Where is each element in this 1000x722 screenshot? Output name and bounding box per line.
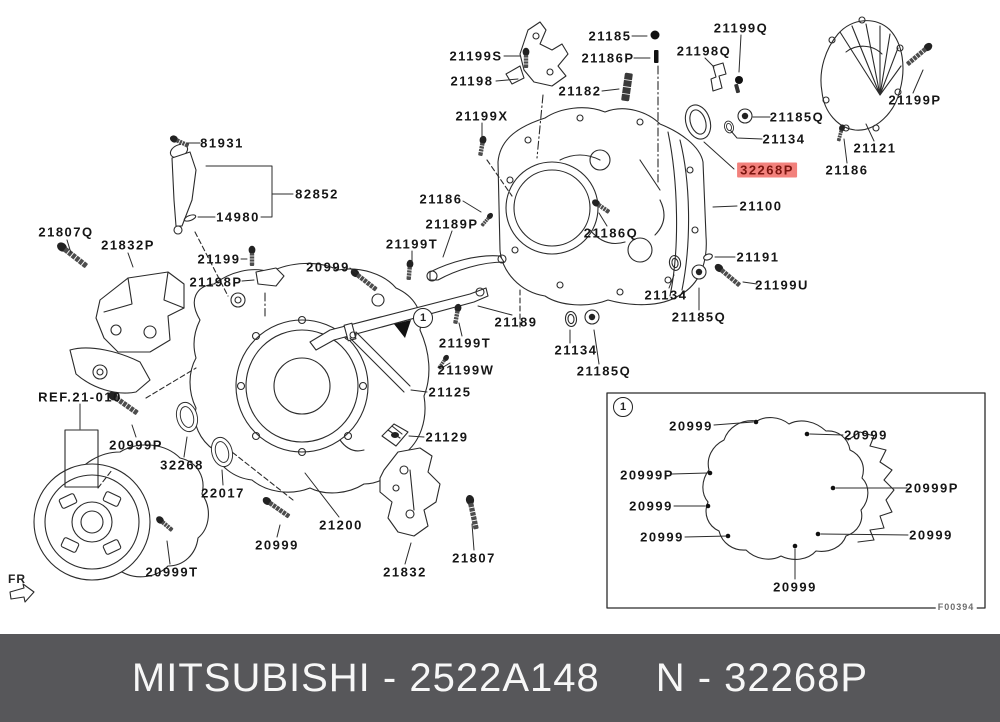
part-drawing-pad-21198p — [255, 267, 285, 287]
part-label-21189: 21189 — [494, 314, 538, 330]
footer-part-bar: MITSUBISHI - 2522A148 N - 32268P — [0, 634, 1000, 722]
part-label-21100: 21100 — [739, 198, 783, 214]
part-label-21191: 21191 — [736, 249, 780, 265]
part-label-21134: 21134 — [644, 287, 688, 303]
view-arrow-icon — [394, 320, 411, 338]
part-label-20999p: 20999P — [620, 467, 674, 483]
part-label-21199t: 21199T — [385, 236, 439, 252]
part-label-20999p: 20999P — [905, 480, 959, 496]
centerlines — [264, 65, 659, 317]
footer-brand-part-code: MITSUBISHI - 2522A148 — [131, 655, 600, 700]
part-label-21199w: 21199W — [437, 362, 495, 378]
part-label-21186p: 21186P — [581, 50, 635, 66]
view-marker-1: 1 — [413, 308, 433, 328]
part-label-20999: 20999 — [306, 259, 350, 275]
part-drawing-arm-21189p — [426, 254, 507, 282]
part-label-22017: 22017 — [201, 485, 245, 501]
part-label-ref-21-010: REF.21-010 — [38, 389, 122, 405]
inset-marker-1: 1 — [613, 397, 633, 417]
inset-figure-code: F00394 — [935, 602, 977, 612]
part-label-21199p: 21199P — [888, 92, 942, 108]
part-label-20999: 20999 — [844, 427, 888, 443]
part-label-20999: 20999 — [255, 537, 299, 553]
part-label-21198p: 21198P — [189, 274, 243, 290]
part-label-21199s: 21199S — [449, 48, 503, 64]
part-label-20999: 20999 — [773, 579, 817, 595]
part-label-32268: 32268 — [160, 457, 204, 473]
part-drawing-cover-21121 — [820, 16, 904, 132]
part-label-21185q: 21185Q — [576, 363, 632, 379]
part-label-21199q: 21199Q — [713, 20, 769, 36]
part-drawing-plug-21129 — [381, 423, 409, 447]
part-label-21185: 21185 — [588, 28, 632, 44]
part-label-21199t: 21199T — [438, 335, 492, 351]
part-label-21199u: 21199U — [755, 277, 809, 293]
part-label-20999t: 20999T — [145, 564, 199, 580]
part-drawing-clutch-assembly — [33, 429, 209, 581]
part-label-20999: 20999 — [669, 418, 713, 434]
part-label-82852: 82852 — [295, 186, 339, 202]
part-label-21832: 21832 — [383, 564, 427, 580]
part-label-21185q: 21185Q — [769, 109, 825, 125]
part-label-21134: 21134 — [554, 342, 598, 358]
part-labels-layer: 21199S 21198 21199X 81931 82852 14980 21185 211… — [38, 20, 959, 595]
dashed-lines — [97, 159, 521, 501]
part-label-20999: 20999 — [640, 529, 684, 545]
part-label-21807q: 21807Q — [38, 224, 94, 240]
part-label-21199: 21199 — [197, 251, 241, 267]
part-drawing-bracket-21832p — [69, 271, 185, 394]
part-label-21189p: 21189P — [425, 216, 479, 232]
part-label-21198: 21198 — [450, 73, 494, 89]
diagram-line-art — [9, 16, 986, 609]
footer-part-number: N - 32268P — [655, 655, 869, 700]
part-label-21121: 21121 — [853, 140, 897, 156]
part-label-21125: 21125 — [428, 384, 472, 400]
part-label-21200: 21200 — [319, 517, 363, 533]
fr-direction-label: FR — [8, 572, 26, 586]
part-label-21186q: 21186Q — [583, 225, 639, 241]
part-drawing-bracket-21832 — [379, 447, 441, 537]
part-label-21198q: 21198Q — [676, 43, 732, 59]
part-label-21129: 21129 — [425, 429, 469, 445]
part-label-32268p: 32268P — [737, 162, 797, 178]
part-label-21185q: 21185Q — [671, 309, 727, 325]
part-label-21832p: 21832P — [101, 237, 155, 253]
fastener-icons — [54, 30, 935, 534]
inset-box — [606, 392, 986, 609]
part-label-21182: 21182 — [558, 83, 602, 99]
part-label-21199x: 21199X — [455, 108, 509, 124]
part-label-20999p: 20999P — [109, 437, 163, 453]
part-label-14980: 14980 — [216, 209, 260, 225]
part-label-21807: 21807 — [452, 550, 496, 566]
part-drawing-rod-21125 — [349, 331, 411, 393]
part-drawing-lever-21189 — [309, 287, 489, 351]
part-label-20999: 20999 — [909, 527, 953, 543]
part-label-21134: 21134 — [762, 131, 806, 147]
part-drawing-bracket-21198q — [710, 62, 727, 92]
part-label-21186: 21186 — [419, 191, 463, 207]
part-label-21186: 21186 — [825, 162, 869, 178]
part-drawing-sensor-82852 — [169, 143, 197, 235]
leader-lines — [66, 34, 924, 565]
fr-arrow-icon — [9, 583, 35, 603]
part-label-20999: 20999 — [629, 498, 673, 514]
part-label-81931: 81931 — [200, 135, 244, 151]
